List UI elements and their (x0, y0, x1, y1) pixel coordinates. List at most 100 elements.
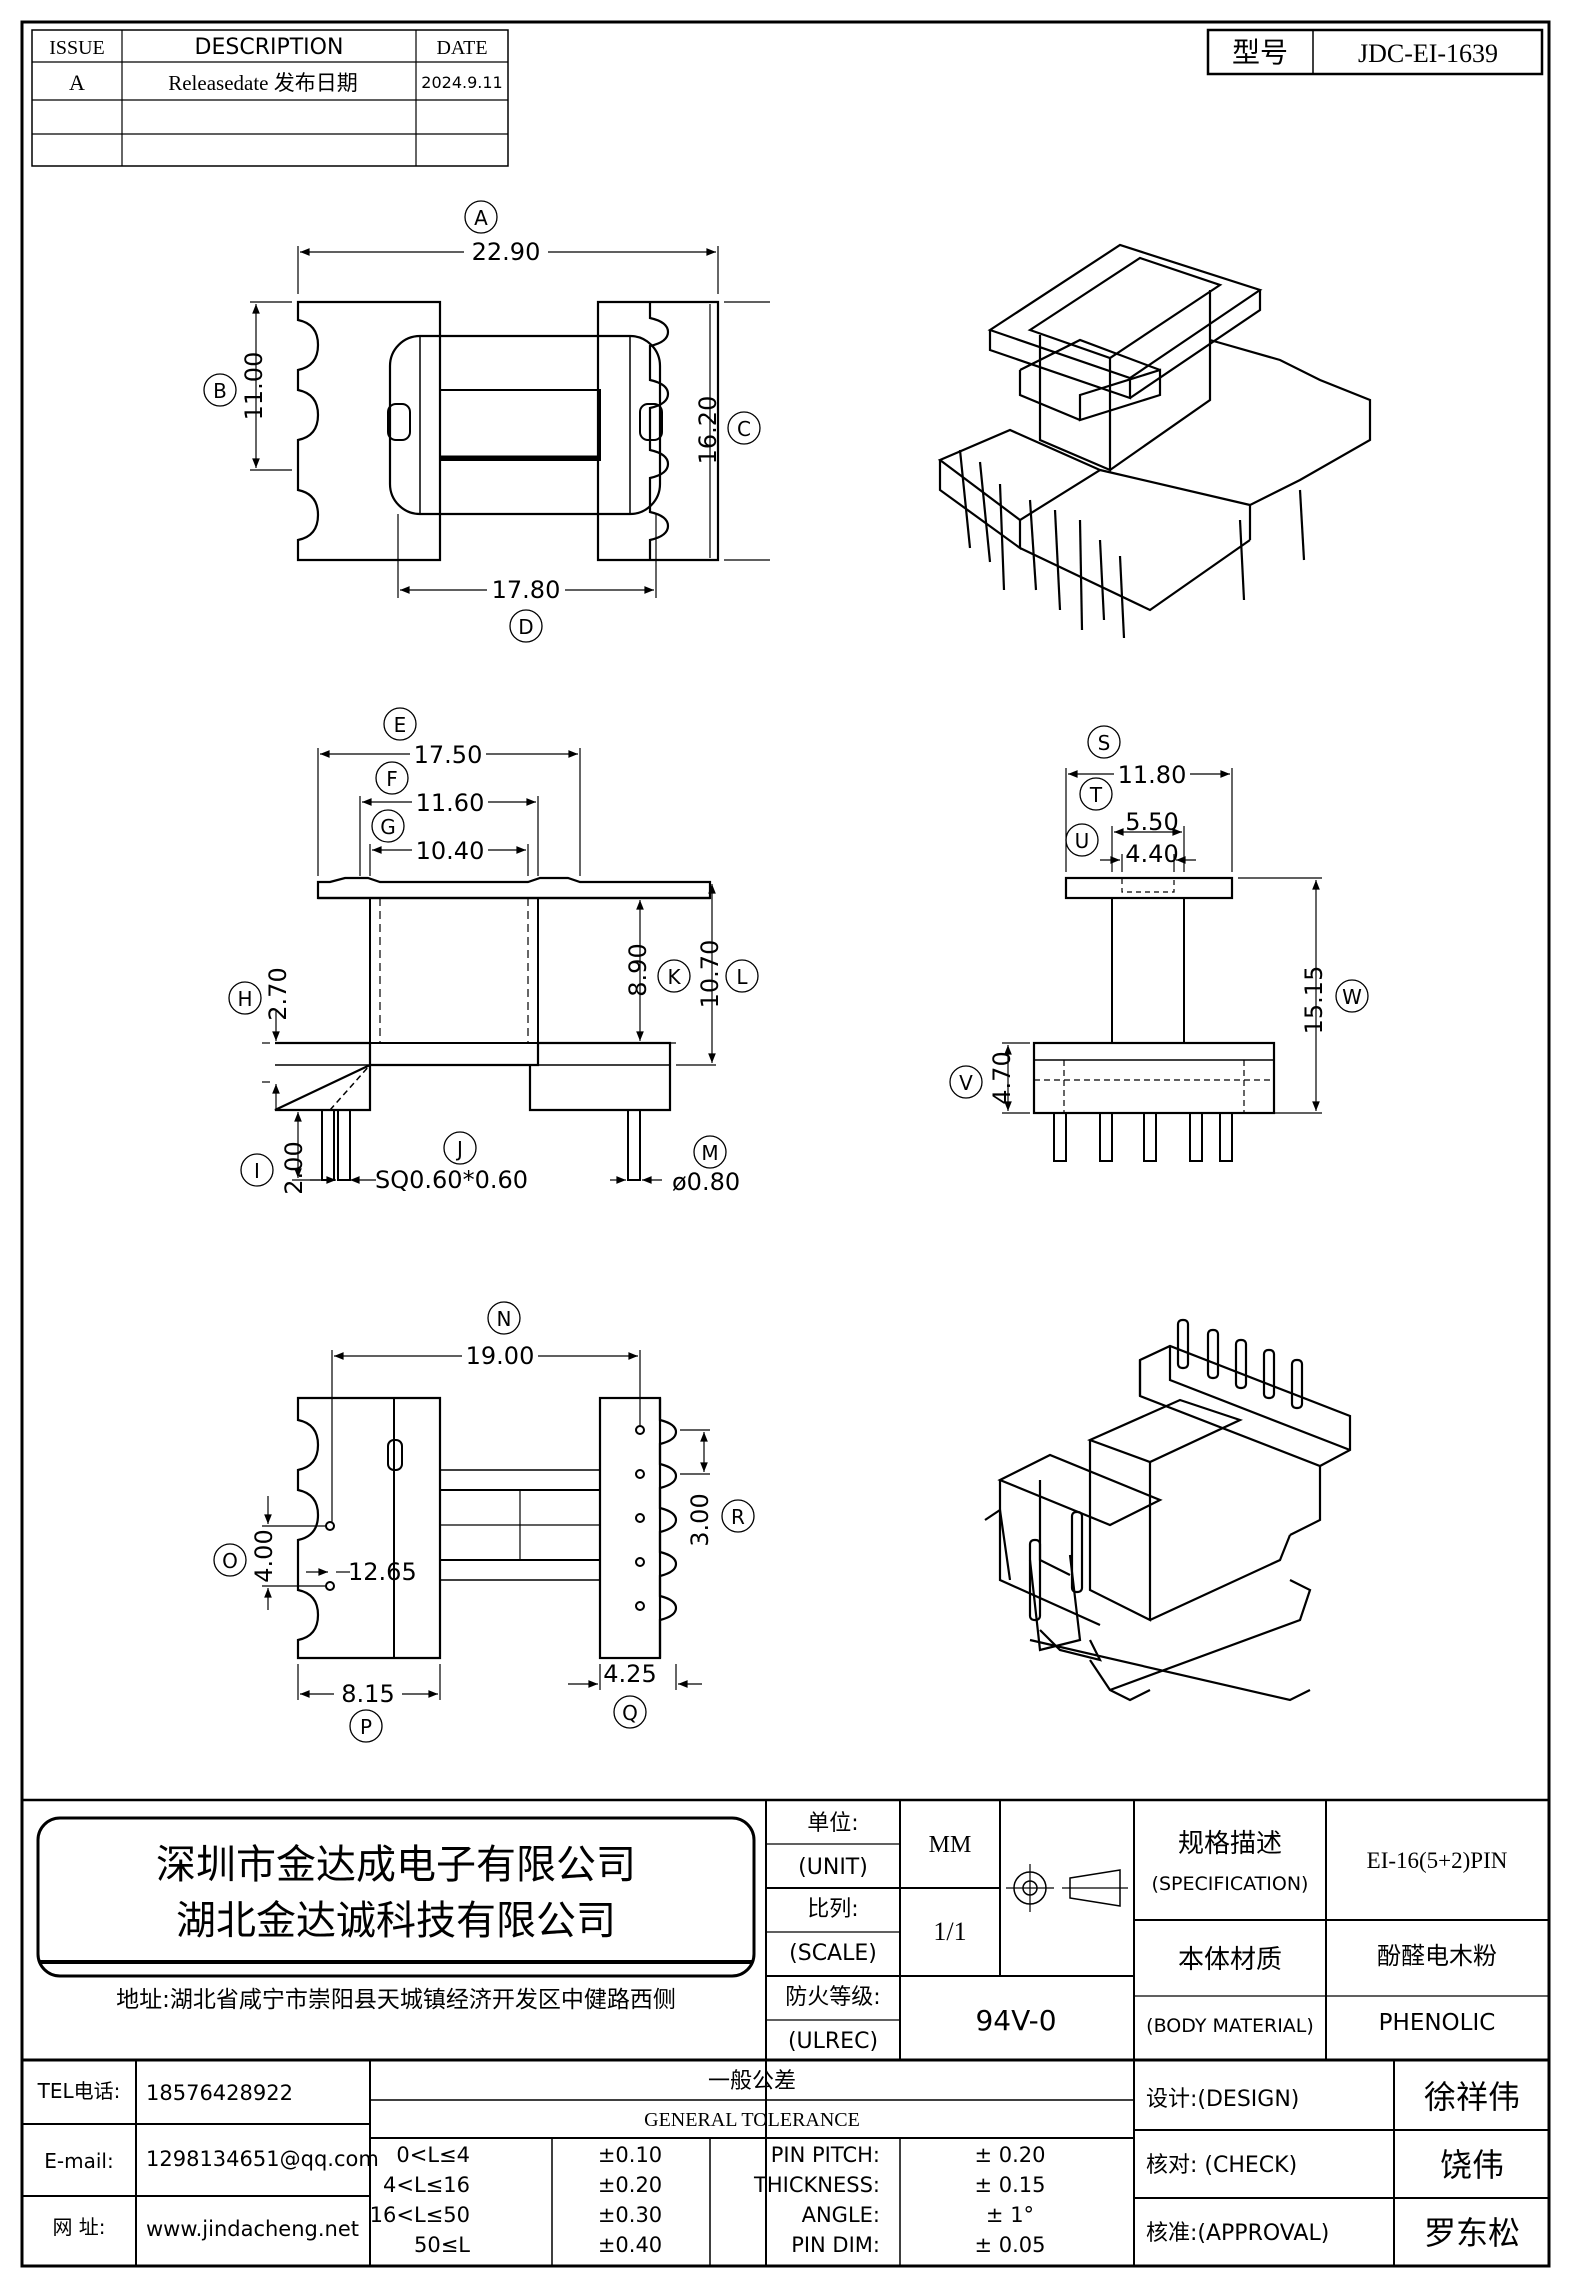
dim-F-value: 11.60 (416, 789, 485, 817)
svg-text:防火等级:: 防火等级: (785, 1985, 880, 2010)
material-value: 酚醛电木粉 (1377, 1942, 1497, 1970)
side-view: 11.80 S 5.50 T 4.40 U 4.70 V 15.15 W (949, 725, 1369, 1162)
svg-text:M: M (701, 1141, 718, 1165)
svg-text:T: T (1089, 783, 1103, 807)
dim-U-value: 4.40 (1125, 840, 1178, 868)
tel-value: 18576428922 (146, 2081, 293, 2105)
website-value[interactable]: www.jindacheng.net (146, 2217, 359, 2241)
svg-text:本体材质: 本体材质 (1178, 1945, 1282, 1975)
tolerance-item-name: PIN DIM: (791, 2233, 880, 2257)
title-block: 深圳市金达成电子有限公司 湖北金达诚科技有限公司 地址:湖北省咸宁市崇阳县天城镇… (22, 1798, 1549, 2266)
svg-text:比列:: 比列: (807, 1897, 858, 1922)
model-value: JDC-EI-1639 (1358, 39, 1498, 68)
dim-N-value: 19.00 (466, 1342, 535, 1370)
dim-B-value: 11.00 (240, 352, 268, 421)
rev-row-issue: A (69, 70, 85, 95)
material-value-en: PHENOLIC (1379, 2010, 1496, 2036)
revision-table: ISSUE DESCRIPTION DATE A Releasedate 发布日… (31, 29, 509, 167)
tolerance-range-value: ±0.40 (598, 2233, 662, 2257)
tolerance-range: 50≤L (414, 2233, 470, 2257)
rev-header-date: DATE (436, 37, 487, 59)
dim-A-value: 22.90 (472, 238, 541, 266)
approver-name: 罗东松 (1424, 2214, 1520, 2252)
svg-text:F: F (386, 767, 398, 791)
tolerance-range: 0<L≤4 (396, 2143, 470, 2167)
svg-text:S: S (1098, 731, 1111, 755)
bottom-view: 19.00 N 4.00 O 12.65 3.00 R 8.15 P (213, 1301, 755, 1743)
svg-text:(SCALE): (SCALE) (789, 1941, 877, 1966)
dim-E-value: 17.50 (414, 741, 483, 769)
tolerance-range: 16<L≤50 (370, 2203, 470, 2227)
model-box: 型号 JDC-EI-1639 (1206, 28, 1544, 76)
dim-H-value: 2.70 (264, 967, 292, 1020)
svg-text:Q: Q (622, 1701, 638, 1725)
svg-text:L: L (736, 965, 748, 989)
svg-text:U: U (1075, 829, 1090, 853)
tolerance-item-value: ± 0.15 (974, 2173, 1045, 2197)
rev-row-description: Releasedate 发布日期 (168, 71, 358, 95)
company-address: 地址:湖北省咸宁市崇阳县天城镇经济开发区中健路西侧 (116, 1987, 676, 2013)
rev-header-description: DESCRIPTION (195, 35, 344, 60)
svg-text:TEL电话:: TEL电话: (37, 2079, 121, 2103)
isometric-view-bottom (984, 1318, 1352, 1702)
svg-text:I: I (254, 1159, 260, 1183)
dim-J-value: SQ0.60*0.60 (375, 1166, 528, 1194)
dim-D-value: 17.80 (492, 576, 561, 604)
svg-text:O: O (222, 1549, 238, 1573)
projection-symbol (1006, 1864, 1128, 1912)
svg-text:P: P (360, 1715, 372, 1739)
svg-text:W: W (1342, 985, 1362, 1009)
tolerance-range-value: ±0.30 (598, 2203, 662, 2227)
svg-text:网 址:: 网 址: (52, 2215, 105, 2239)
sheet-border (20, 20, 1551, 2268)
checker-name: 饶伟 (1440, 2146, 1504, 2184)
svg-text:H: H (237, 987, 252, 1011)
svg-text:设计:(DESIGN): 设计:(DESIGN) (1146, 2087, 1299, 2112)
rev-row-date: 2024.9.11 (421, 73, 502, 92)
company-name-1: 深圳市金达成电子有限公司 (156, 1842, 636, 1888)
designer-name: 徐祥伟 (1424, 2078, 1520, 2116)
scale-value: 1/1 (933, 1917, 966, 1946)
dim-P-value: 8.15 (341, 1680, 394, 1708)
dim-W-value: 15.15 (1300, 966, 1328, 1035)
tolerance-item-value: ± 0.05 (974, 2233, 1045, 2257)
svg-text:(BODY MATERIAL): (BODY MATERIAL) (1146, 2015, 1314, 2037)
dim-G-value: 10.40 (416, 837, 485, 865)
svg-text:GENERAL TOLERANCE: GENERAL TOLERANCE (644, 2109, 860, 2131)
dim-R-value: 3.00 (686, 1493, 714, 1546)
rev-header-issue: ISSUE (49, 37, 105, 59)
tolerance-item-name: ANGLE: (802, 2203, 880, 2227)
fire-rating-value: 94V-0 (975, 2004, 1056, 2037)
dim-K-value: 8.90 (624, 943, 652, 996)
company-name-2: 湖北金达诚科技有限公司 (176, 1898, 616, 1944)
dim-O-value: 4.00 (250, 1529, 278, 1582)
tolerance-item-value: ± 0.20 (974, 2143, 1045, 2167)
top-view: 22.90 A 11.00 B 16.20 C 17.80 D (203, 200, 770, 643)
svg-text:A: A (474, 206, 488, 230)
model-label: 型号 (1232, 36, 1288, 69)
svg-text:一般公差: 一般公差 (708, 2069, 796, 2094)
svg-text:单位:: 单位: (807, 1811, 858, 1836)
svg-text:D: D (518, 615, 533, 639)
svg-text:(ULREC): (ULREC) (788, 2029, 878, 2054)
tolerance-range: 4<L≤16 (383, 2173, 470, 2197)
svg-text:B: B (213, 379, 227, 403)
dim-Q-value: 4.25 (603, 1660, 656, 1688)
svg-text:E-mail:: E-mail: (44, 2149, 113, 2173)
dim-M-value: ø0.80 (672, 1168, 740, 1196)
isometric-view-top (937, 243, 1372, 639)
tolerance-item-name: THICKNESS: (753, 2173, 880, 2197)
spec-value: EI-16(5+2)PIN (1367, 1848, 1508, 1873)
svg-text:C: C (737, 417, 751, 441)
tolerance-range-value: ±0.20 (598, 2173, 662, 2197)
tolerance-item-value: ± 1° (986, 2203, 1034, 2227)
tolerance-range-value: ±0.10 (598, 2143, 662, 2167)
svg-text:K: K (667, 965, 681, 989)
svg-text:核对: (CHECK): 核对: (CHECK) (1146, 2153, 1297, 2178)
svg-text:R: R (731, 1505, 745, 1529)
dim-L-value: 10.70 (696, 940, 724, 1009)
tolerance-item-name: PIN PITCH: (771, 2143, 880, 2167)
dim-C-value: 16.20 (694, 396, 722, 465)
email-value: 1298134651@qq.com (146, 2147, 379, 2171)
